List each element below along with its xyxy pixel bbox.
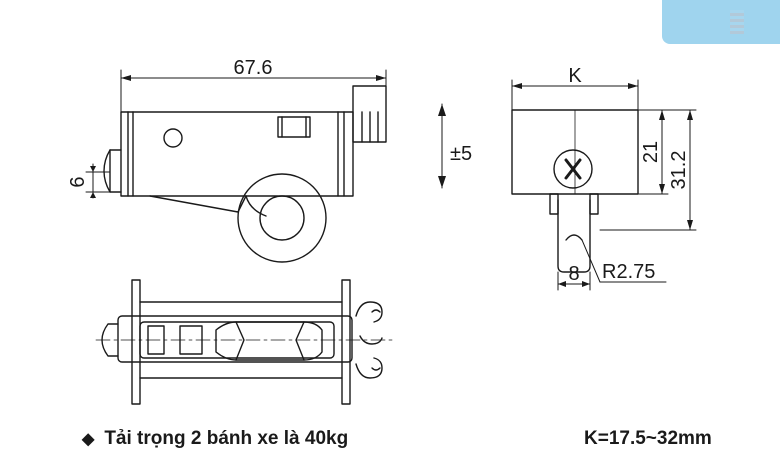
dim-height-21: 21 [640,141,662,163]
bullet-icon: ◆ [82,431,95,448]
top-view [95,279,397,405]
k-range-note: K=17.5~32mm [584,428,712,449]
corner-badge [662,0,780,44]
technical-drawing: 67.6 6 [67,57,697,405]
load-note: ◆ Tải trọng 2 bánh xe là 40kg [82,428,348,450]
dim-height-312: 31.2 [668,151,690,190]
load-note-text: Tải trọng 2 bánh xe là 40kg [104,428,349,449]
dim-wheel-width: 8 [568,263,579,285]
front-view: 67.6 6 [67,57,387,263]
dim-groove-radius: R2.75 [602,261,655,283]
adjust-range-marker: ±5 [438,103,472,189]
dim-width-k: K [568,65,582,87]
side-view: K 21 31.2 8 R2.75 [511,65,697,291]
badge-pattern [730,10,744,34]
dim-adjust-range: ±5 [450,143,472,165]
dim-offset-6: 6 [67,176,89,187]
dim-overall-length: 67.6 [234,57,273,79]
